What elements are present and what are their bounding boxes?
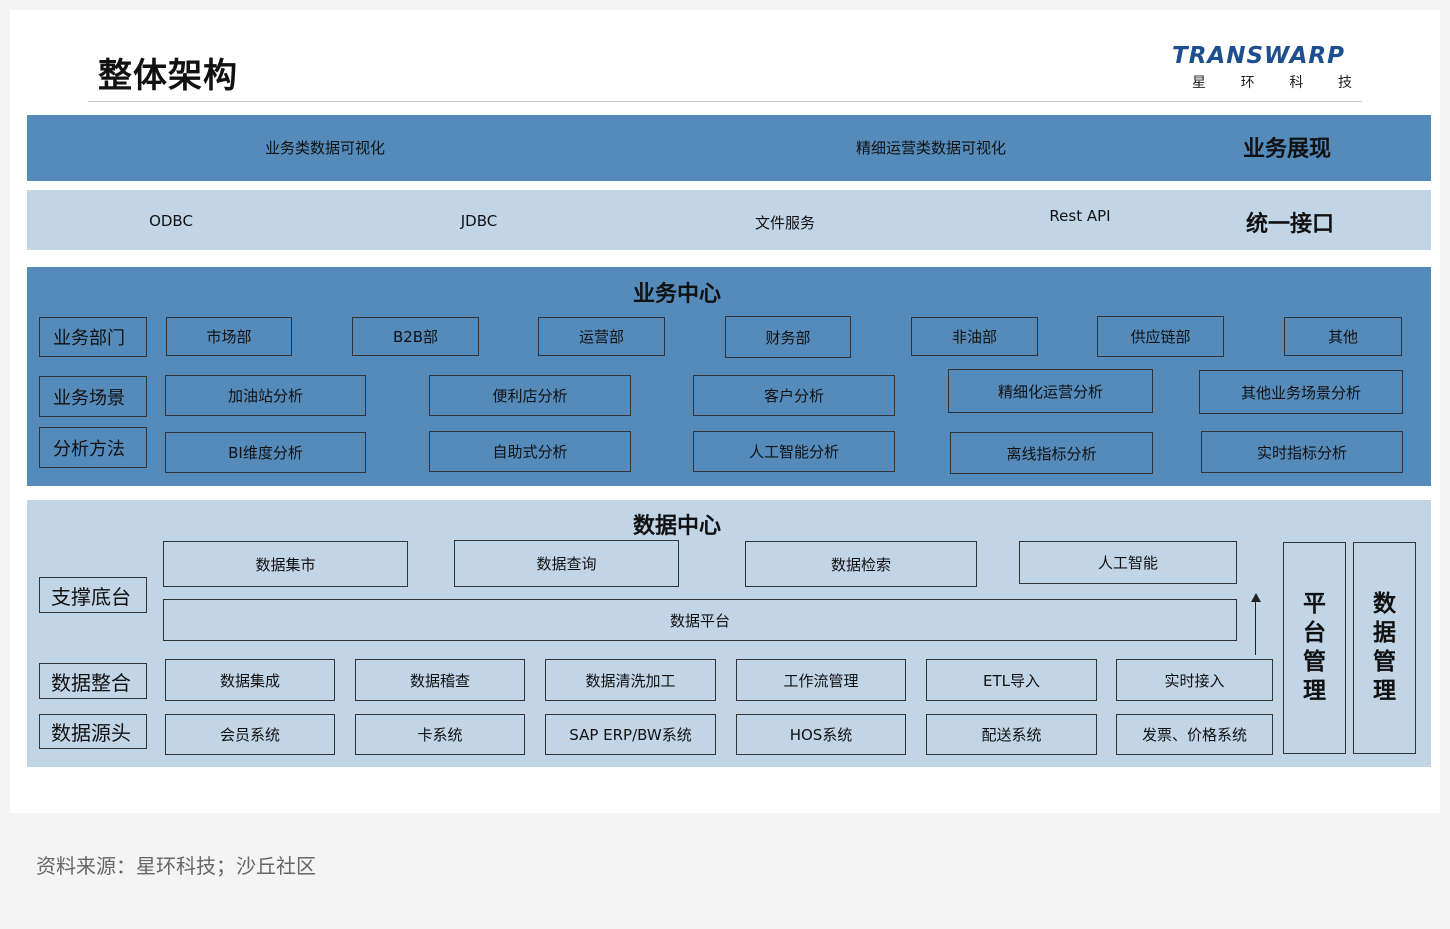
arrow-head-icon — [1251, 593, 1261, 602]
integration-box: 工作流管理 — [736, 659, 906, 701]
method-box: BI维度分析 — [165, 432, 366, 473]
business-display-item: 业务类数据可视化 — [264, 139, 386, 157]
upward-arrow — [1255, 600, 1256, 655]
unified-interface-title: 统一接口 — [1246, 212, 1335, 237]
logo-char: 星 — [1192, 75, 1206, 91]
logo-char: 科 — [1289, 75, 1304, 91]
row-label-methods: 分析方法 — [39, 427, 147, 468]
scenario-box: 便利店分析 — [429, 375, 631, 416]
scenario-box: 其他业务场景分析 — [1199, 370, 1403, 414]
row-label-sources: 数据源头 — [39, 714, 147, 749]
department-box: B2B部 — [352, 317, 479, 356]
row-label-integration: 数据整合 — [39, 663, 147, 699]
platform-management-box: 平 台 管 理 — [1283, 542, 1346, 754]
data-management-char: 管 — [1373, 649, 1396, 675]
scenario-box: 客户分析 — [693, 375, 895, 416]
scenario-box: 精细化运营分析 — [948, 369, 1153, 413]
department-box: 非油部 — [911, 317, 1038, 356]
source-caption: 资料来源：星环科技；沙丘社区 — [36, 854, 316, 878]
row-label-departments: 业务部门 — [39, 317, 147, 357]
source-box: 卡系统 — [355, 714, 525, 755]
data-platform-box: 数据平台 — [163, 599, 1237, 641]
business-display-title: 业务展现 — [1243, 137, 1332, 162]
source-box: HOS系统 — [736, 714, 906, 755]
integration-box: 数据集成 — [165, 659, 335, 701]
platform-management-char: 理 — [1303, 678, 1326, 704]
service-box: 数据查询 — [454, 540, 679, 587]
row-label-scenarios: 业务场景 — [39, 376, 147, 417]
source-box: 配送系统 — [926, 714, 1097, 755]
integration-box: ETL导入 — [926, 659, 1097, 701]
platform-management-char: 管 — [1303, 649, 1326, 675]
interface-item: ODBC — [149, 212, 193, 230]
interface-item: 文件服务 — [754, 214, 816, 232]
unified-interface-band — [27, 190, 1431, 250]
integration-box: 实时接入 — [1116, 659, 1273, 701]
scenario-box: 加油站分析 — [165, 375, 366, 416]
logo-char: 技 — [1337, 75, 1352, 91]
interface-item: Rest API — [1049, 207, 1111, 225]
method-box: 人工智能分析 — [693, 431, 895, 472]
service-box: 数据检索 — [745, 541, 977, 587]
business-center-title: 业务中心 — [633, 282, 722, 307]
method-box: 自助式分析 — [429, 431, 631, 472]
transwarp-logo: TRANSWARP — [1172, 43, 1345, 69]
data-management-char: 理 — [1373, 678, 1396, 704]
interface-item: JDBC — [460, 212, 498, 230]
integration-box: 数据清洗加工 — [545, 659, 716, 701]
service-box: 人工智能 — [1019, 541, 1237, 584]
data-management-box: 数 据 管 理 — [1353, 542, 1416, 754]
business-display-item: 精细运营类数据可视化 — [855, 139, 1007, 157]
row-label-support: 支撑底台 — [39, 577, 147, 613]
source-box: SAP ERP/BW系统 — [545, 714, 716, 755]
logo-subtitle: 星 环 科 技 — [1192, 72, 1352, 92]
department-box: 财务部 — [725, 316, 851, 358]
platform-management-char: 平 — [1303, 591, 1326, 617]
source-box: 发票、价格系统 — [1116, 714, 1273, 755]
source-box: 会员系统 — [165, 714, 335, 755]
department-box: 运营部 — [538, 317, 665, 356]
method-box: 实时指标分析 — [1201, 431, 1403, 473]
title-divider — [88, 101, 1362, 102]
data-management-char: 据 — [1373, 620, 1396, 646]
page-title: 整体架构 — [98, 56, 238, 96]
platform-management-char: 台 — [1303, 620, 1326, 646]
service-box: 数据集市 — [163, 541, 408, 587]
integration-box: 数据稽查 — [355, 659, 525, 701]
department-box: 供应链部 — [1097, 316, 1224, 357]
data-management-char: 数 — [1373, 591, 1396, 617]
data-center-title: 数据中心 — [633, 514, 722, 539]
logo-char: 环 — [1240, 75, 1255, 91]
department-box: 市场部 — [166, 317, 292, 356]
business-display-band — [27, 115, 1431, 181]
method-box: 离线指标分析 — [950, 432, 1153, 474]
department-box: 其他 — [1284, 317, 1402, 356]
